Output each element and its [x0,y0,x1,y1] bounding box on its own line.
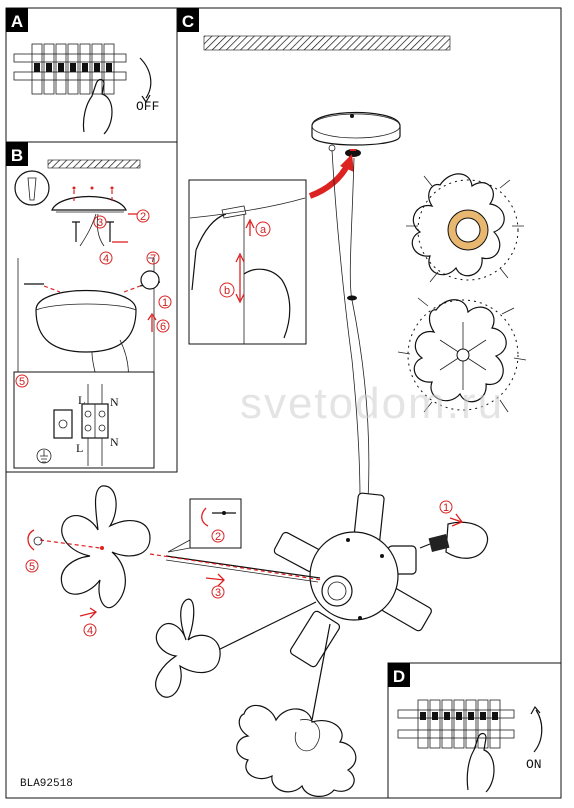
panel-d: D O [387,662,562,799]
screw-icon-left [72,221,80,242]
panel-a: A [5,7,178,143]
canopy-cover [35,290,137,353]
ceiling-plate-top [51,195,127,211]
panel-c: C a b [25,8,527,797]
panel-b-frame [5,141,178,473]
flower-petal-left [60,485,151,609]
terminal-label-l-bottom: L [76,441,83,455]
step-7-label-b: 7 [150,253,156,265]
hand-icon-lower [243,268,291,339]
panel-d-frame [387,662,562,799]
red-direction-arrow [308,162,351,199]
ceiling-hatch-b [47,159,141,169]
hand-icon-upper [191,213,227,291]
bulb-icon [419,521,489,559]
step-1-label-c: 1 [443,502,449,514]
step-3-label-b: 3 [97,217,103,229]
switch-state-off: OFF [136,99,159,114]
cable-b [79,213,97,247]
terminal-block [53,403,109,439]
step-6-label-b: 6 [160,321,166,333]
product-bottom-view [397,297,527,413]
step-5-label-b: 5 [19,376,25,388]
panel-a-letter: A [11,12,23,31]
panel-d-letter: D [393,667,405,686]
rotate-arrow-icon-d [533,709,543,753]
detail-box-step2: 2 [167,498,242,553]
panel-b-badge [6,142,28,166]
ceiling-canopy [311,111,401,157]
product-top-view [406,173,524,283]
hand-icon-d [466,732,495,793]
panel-c-badge [177,8,199,32]
suspension-cable-left [331,149,361,501]
step-2-label-b: 2 [140,211,146,223]
panel-d-badge [388,663,410,687]
panel-b: B 2 3 4 [5,141,178,473]
panel-b-letter: B [11,146,23,165]
flower-petal-bottom [236,704,357,797]
flower-petal-lower-left [155,598,221,698]
mount-holes [72,186,114,190]
stem-rod [165,555,321,579]
switch-state-on: ON [526,757,542,772]
hand-icon [82,78,113,135]
terminal-label-l-top: L [78,393,85,407]
ground-icon [36,448,52,464]
dowel-detail-circle [14,170,50,206]
wall-plug-icon [27,177,37,201]
callout-b-label: b [224,285,230,297]
step-4-label-c: 4 [87,625,93,637]
step-2-label-c: 2 [215,531,221,543]
detail-box-ab: a b [188,179,307,345]
step-3-label-c: 3 [215,587,221,599]
ceiling-hatch-c [203,35,451,51]
rotate-arrow-icon [139,57,152,99]
breaker-panel-a [13,43,127,95]
arm-rod-bottom [311,623,331,721]
callout-a-label: a [260,224,267,236]
screw-icon-right [106,221,114,242]
panel-a-badge [6,8,28,32]
screw-detail-circle [140,270,160,290]
arm-rod-left [213,601,317,653]
product-code: BLA92518 [20,778,73,790]
breaker-panel-d [397,699,515,749]
step-1-label-b: 1 [162,297,168,309]
step-5-label-c: 5 [29,561,35,573]
panel-c-letter: C [182,12,194,31]
suspension-cable-right [349,157,370,501]
terminal-label-n-top: N [110,395,119,409]
watermark-text: svetodom.ru [240,379,504,428]
step-4-label-b: 4 [103,253,109,265]
terminal-label-n-bottom: N [110,435,119,449]
lamp-hub-assembly [273,492,432,668]
